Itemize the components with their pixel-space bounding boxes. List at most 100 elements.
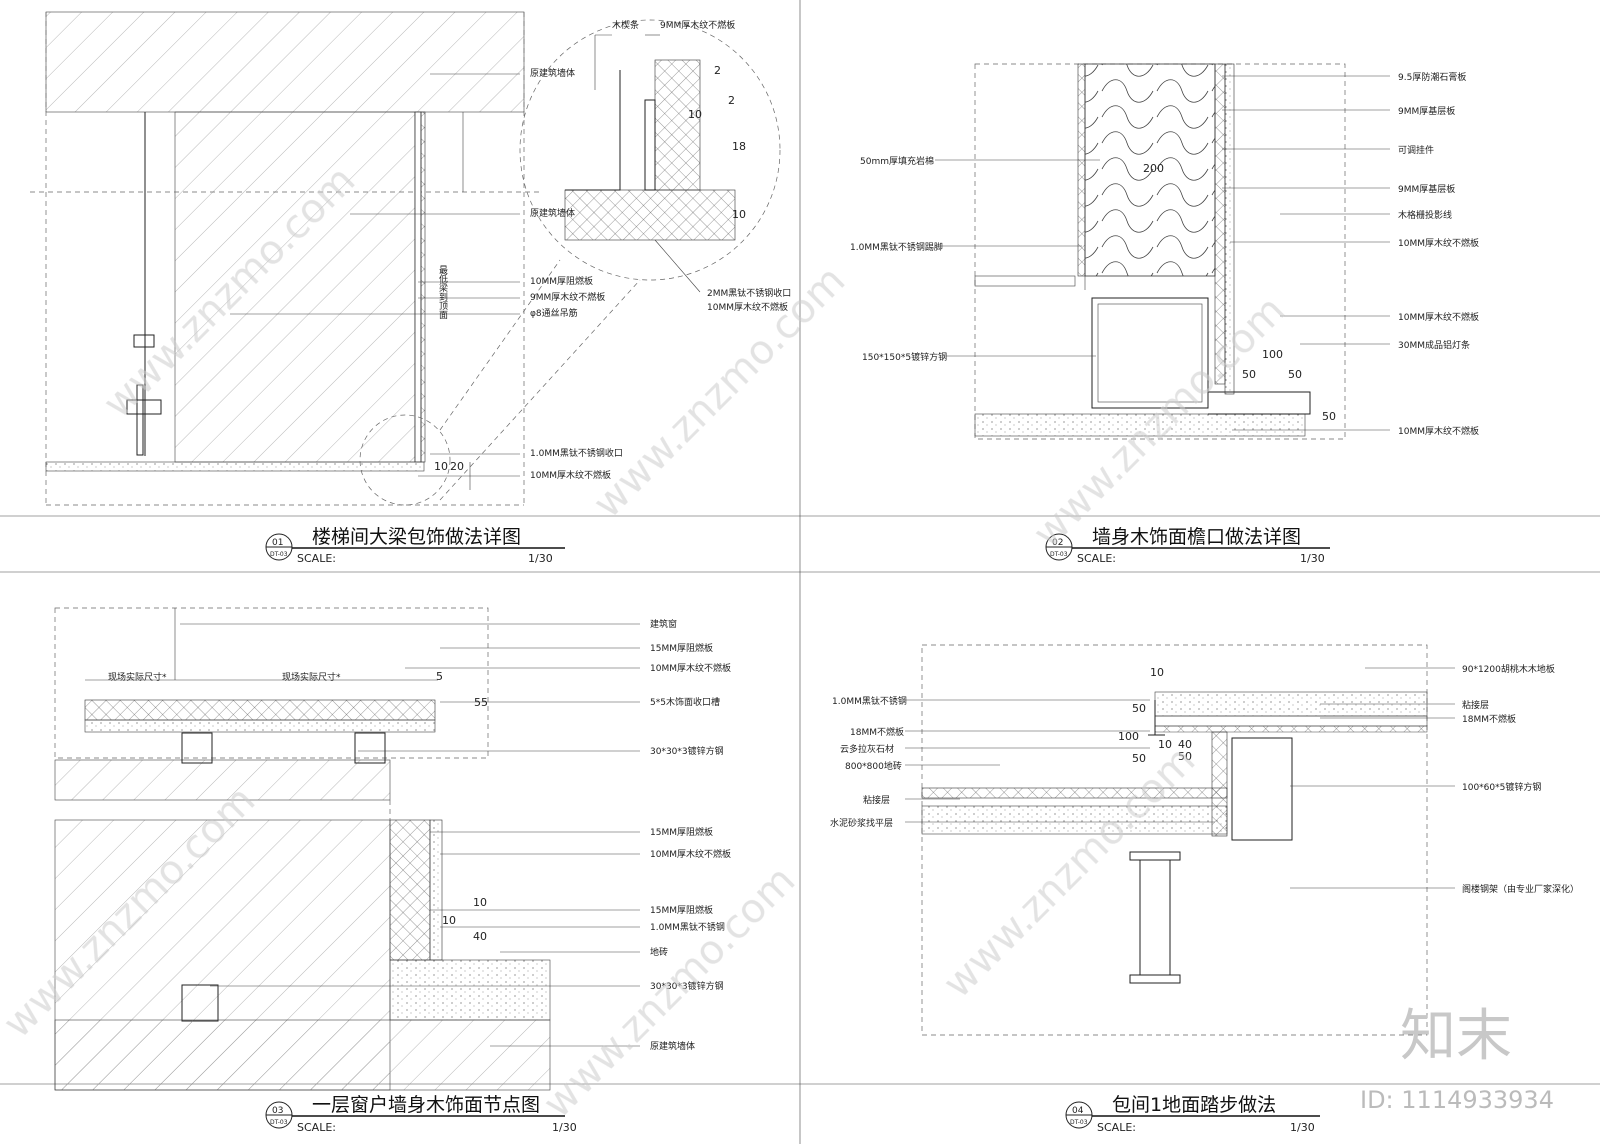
p2-right-0: 9.5厚防潮石膏板 xyxy=(1398,71,1466,83)
p2-dim-1: 100 xyxy=(1262,348,1283,361)
p3-label-2: 10MM厚木纹不燃板 xyxy=(650,662,731,674)
watermark-logo: 知末 xyxy=(1400,1004,1512,1069)
p4-dim-2: 100 xyxy=(1118,730,1139,743)
floor-slab xyxy=(974,413,1306,437)
p1-dim-5: 20 xyxy=(450,460,464,473)
p3-site-dim-0: 现场实际尺寸* xyxy=(108,671,167,683)
p2-right-4: 木格栅投影线 xyxy=(1398,209,1452,221)
beam-body xyxy=(174,111,416,463)
panel-03-labels: 现场实际尺寸* 现场实际尺寸* 建筑窗 15MM厚阻燃板 10MM厚木纹不燃板 … xyxy=(108,618,731,1052)
p2-dim-3: 50 xyxy=(1288,368,1302,381)
p1-title: 楼梯间大梁包饰做法详图 xyxy=(312,526,521,548)
p1-label-9: 1.0MM黑钛不锈钢收口 xyxy=(530,447,623,459)
p2-right-2: 可调挂件 xyxy=(1398,144,1434,156)
p3-label-1: 15MM厚阻燃板 xyxy=(650,642,713,654)
p3-dim-1: 55 xyxy=(474,696,488,709)
detail-wall xyxy=(564,189,736,241)
steel-i-beam xyxy=(1129,974,1181,984)
p1-label-5: 9MM厚木纹不燃板 xyxy=(530,291,605,303)
p1-scale: 1/30 xyxy=(528,552,553,565)
p1-dim-2: 10 xyxy=(688,108,702,121)
p4-left-0: 1.0MM黑钛不锈钢 xyxy=(832,695,907,707)
p4-scale: 1/30 xyxy=(1290,1121,1315,1134)
p4-dim-0: 10 xyxy=(1150,666,1164,679)
p4-dim-4: 10 xyxy=(1158,738,1172,751)
p1-scale-label: SCALE: xyxy=(297,552,336,565)
p2-left-1: 1.0MM黑钛不锈钢踢脚 xyxy=(850,241,943,253)
p3-label-11: 原建筑墙体 xyxy=(650,1040,695,1052)
panel-03-drawing xyxy=(54,607,551,1091)
panel-04-drawing xyxy=(921,644,1428,1036)
panel-01-title-block: 01 DT-03 楼梯间大梁包饰做法详图 SCALE: 1/30 xyxy=(265,526,565,565)
p4-right-1: 粘接层 xyxy=(1462,699,1489,711)
p3-label-8: 1.0MM黑钛不锈钢 xyxy=(650,921,725,933)
p4-dim-5: 40 xyxy=(1178,738,1192,751)
p1-dim-3: 18 xyxy=(732,140,746,153)
p2-dim-4: 50 xyxy=(1322,410,1336,423)
p1-dim-6: 10 xyxy=(434,460,448,473)
p4-dim-1: 50 xyxy=(1132,702,1146,715)
p4-left-4: 粘接层 xyxy=(863,794,890,806)
panel-01-drawing xyxy=(30,11,781,506)
p1-dim-4: 10 xyxy=(732,208,746,221)
beam-wall-top xyxy=(45,11,525,113)
p2-number: 02 xyxy=(1052,538,1063,548)
rock-wool xyxy=(1084,63,1216,277)
p2-title: 墙身木饰面檐口做法详图 xyxy=(1092,526,1301,548)
p1-label-2: 原建筑墙体 xyxy=(530,67,575,79)
p4-left-3: 800*800地砖 xyxy=(845,760,902,772)
panel-01-labels: 木楔条 9MM厚木纹不燃板 原建筑墙体 原建筑墙体 10MM厚阻燃板 9MM厚木… xyxy=(230,19,791,481)
p4-left-2: 云多拉灰石材 xyxy=(840,743,894,755)
panel-02-labels: 50mm厚填充岩棉 1.0MM黑钛不锈钢踢脚 150*150*5镀锌方钢 9.5… xyxy=(850,71,1479,437)
p1-label-3: 原建筑墙体 xyxy=(530,207,575,219)
p2-scale-label: SCALE: xyxy=(1077,552,1116,565)
p3-sheet: DT-03 xyxy=(270,1119,288,1126)
p2-sheet: DT-03 xyxy=(1050,551,1068,558)
p3-label-5: 15MM厚阻燃板 xyxy=(650,826,713,838)
p1-label-10: 10MM厚木纹不燃板 xyxy=(530,469,611,481)
panel-04-labels: 1.0MM黑钛不锈钢 18MM不燃板 云多拉灰石材 800*800地砖 粘接层 … xyxy=(830,663,1579,895)
p4-left-5: 水泥砂浆找平层 xyxy=(830,817,893,829)
p3-title: 一层窗户墙身木饰面节点图 xyxy=(312,1094,540,1116)
p3-site-dim-1: 现场实际尺寸* xyxy=(282,671,341,683)
detail-callout-circle xyxy=(359,414,451,506)
p4-scale-label: SCALE: xyxy=(1097,1121,1136,1134)
p4-title: 包间1地面踏步做法 xyxy=(1112,1094,1276,1116)
p4-right-0: 90*1200胡桃木木地板 xyxy=(1462,663,1555,675)
p4-sheet: DT-03 xyxy=(1070,1119,1088,1126)
p3-label-7: 15MM厚阻燃板 xyxy=(650,904,713,916)
watermark-id: ID: 1114933934 xyxy=(1360,1086,1554,1114)
p1-label-1: 9MM厚木纹不燃板 xyxy=(660,19,735,31)
p4-right-2: 18MM不燃板 xyxy=(1462,713,1516,725)
p4-left-1: 18MM不燃板 xyxy=(850,726,904,738)
p1-dim-1: 2 xyxy=(728,94,735,107)
p2-right-7: 30MM成品铝灯条 xyxy=(1398,339,1470,351)
p2-right-8: 10MM厚木纹不燃板 xyxy=(1398,425,1479,437)
p2-left-2: 150*150*5镀锌方钢 xyxy=(862,351,947,363)
p1-label-7: 2MM黑钛不锈钢收口 xyxy=(707,287,791,299)
panel-04-title-block: 04 DT-03 包间1地面踏步做法 SCALE: 1/30 xyxy=(1065,1094,1320,1134)
p4-number: 04 xyxy=(1072,1106,1084,1116)
p1-label-6: φ8通丝吊筋 xyxy=(530,307,578,319)
p3-dim-2: 10 xyxy=(473,896,487,909)
p3-number: 03 xyxy=(272,1106,283,1116)
p4-right-3: 100*60*5镀锌方钢 xyxy=(1462,781,1541,793)
floor-finish xyxy=(45,461,425,472)
p1-sheet: DT-03 xyxy=(270,551,288,558)
detail-enlargement-circle xyxy=(519,19,781,281)
p2-right-6: 10MM厚木纹不燃板 xyxy=(1398,311,1479,323)
panel-02-title-block: 02 DT-03 墙身木饰面檐口做法详图 SCALE: 1/30 xyxy=(1045,526,1330,565)
p1-label-4: 10MM厚阻燃板 xyxy=(530,275,593,287)
p3-label-10: 30*30*3镀锌方钢 xyxy=(650,980,724,992)
p3-scale: 1/30 xyxy=(552,1121,577,1134)
p3-dim-3: 10 xyxy=(442,914,456,927)
p3-label-9: 地砖 xyxy=(650,946,668,958)
p2-left-0: 50mm厚填充岩棉 xyxy=(860,155,934,167)
p3-label-6: 10MM厚木纹不燃板 xyxy=(650,848,731,860)
steel-tube-100x60 xyxy=(1231,737,1293,841)
p2-scale: 1/30 xyxy=(1300,552,1325,565)
panel-03-title-block: 03 DT-03 一层窗户墙身木饰面节点图 SCALE: 1/30 xyxy=(265,1094,577,1134)
p4-dim-6: 50 xyxy=(1178,750,1192,763)
p3-label-4: 30*30*3镀锌方钢 xyxy=(650,745,724,757)
